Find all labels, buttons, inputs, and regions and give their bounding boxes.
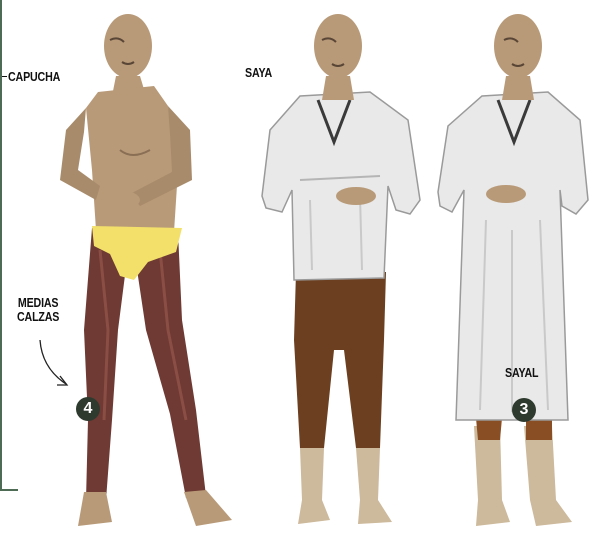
label-sayal: SAYAL [505,366,538,380]
capucha-tick [2,76,7,77]
pointer-arrow [40,340,66,384]
head [104,14,152,78]
right-foot [184,490,232,526]
label-saya: SAYA [245,66,272,80]
head [314,14,362,78]
number-badge-4: 4 [76,397,100,421]
label-medias-calzas: MEDIAS CALZAS [17,296,59,324]
hose-right-leg [132,232,206,498]
head [494,14,542,78]
label-capucha: CAPUCHA [8,70,60,84]
label-medias: MEDIAS [17,296,59,310]
brown-hose [294,272,386,448]
nearly-nude-figure [60,14,232,526]
left-foot [78,492,112,526]
saya-figure [262,14,420,524]
label-calzas: CALZAS [17,310,59,324]
torso [86,86,178,232]
number-badge-3: 3 [512,398,536,422]
sayal-figure [438,14,588,526]
